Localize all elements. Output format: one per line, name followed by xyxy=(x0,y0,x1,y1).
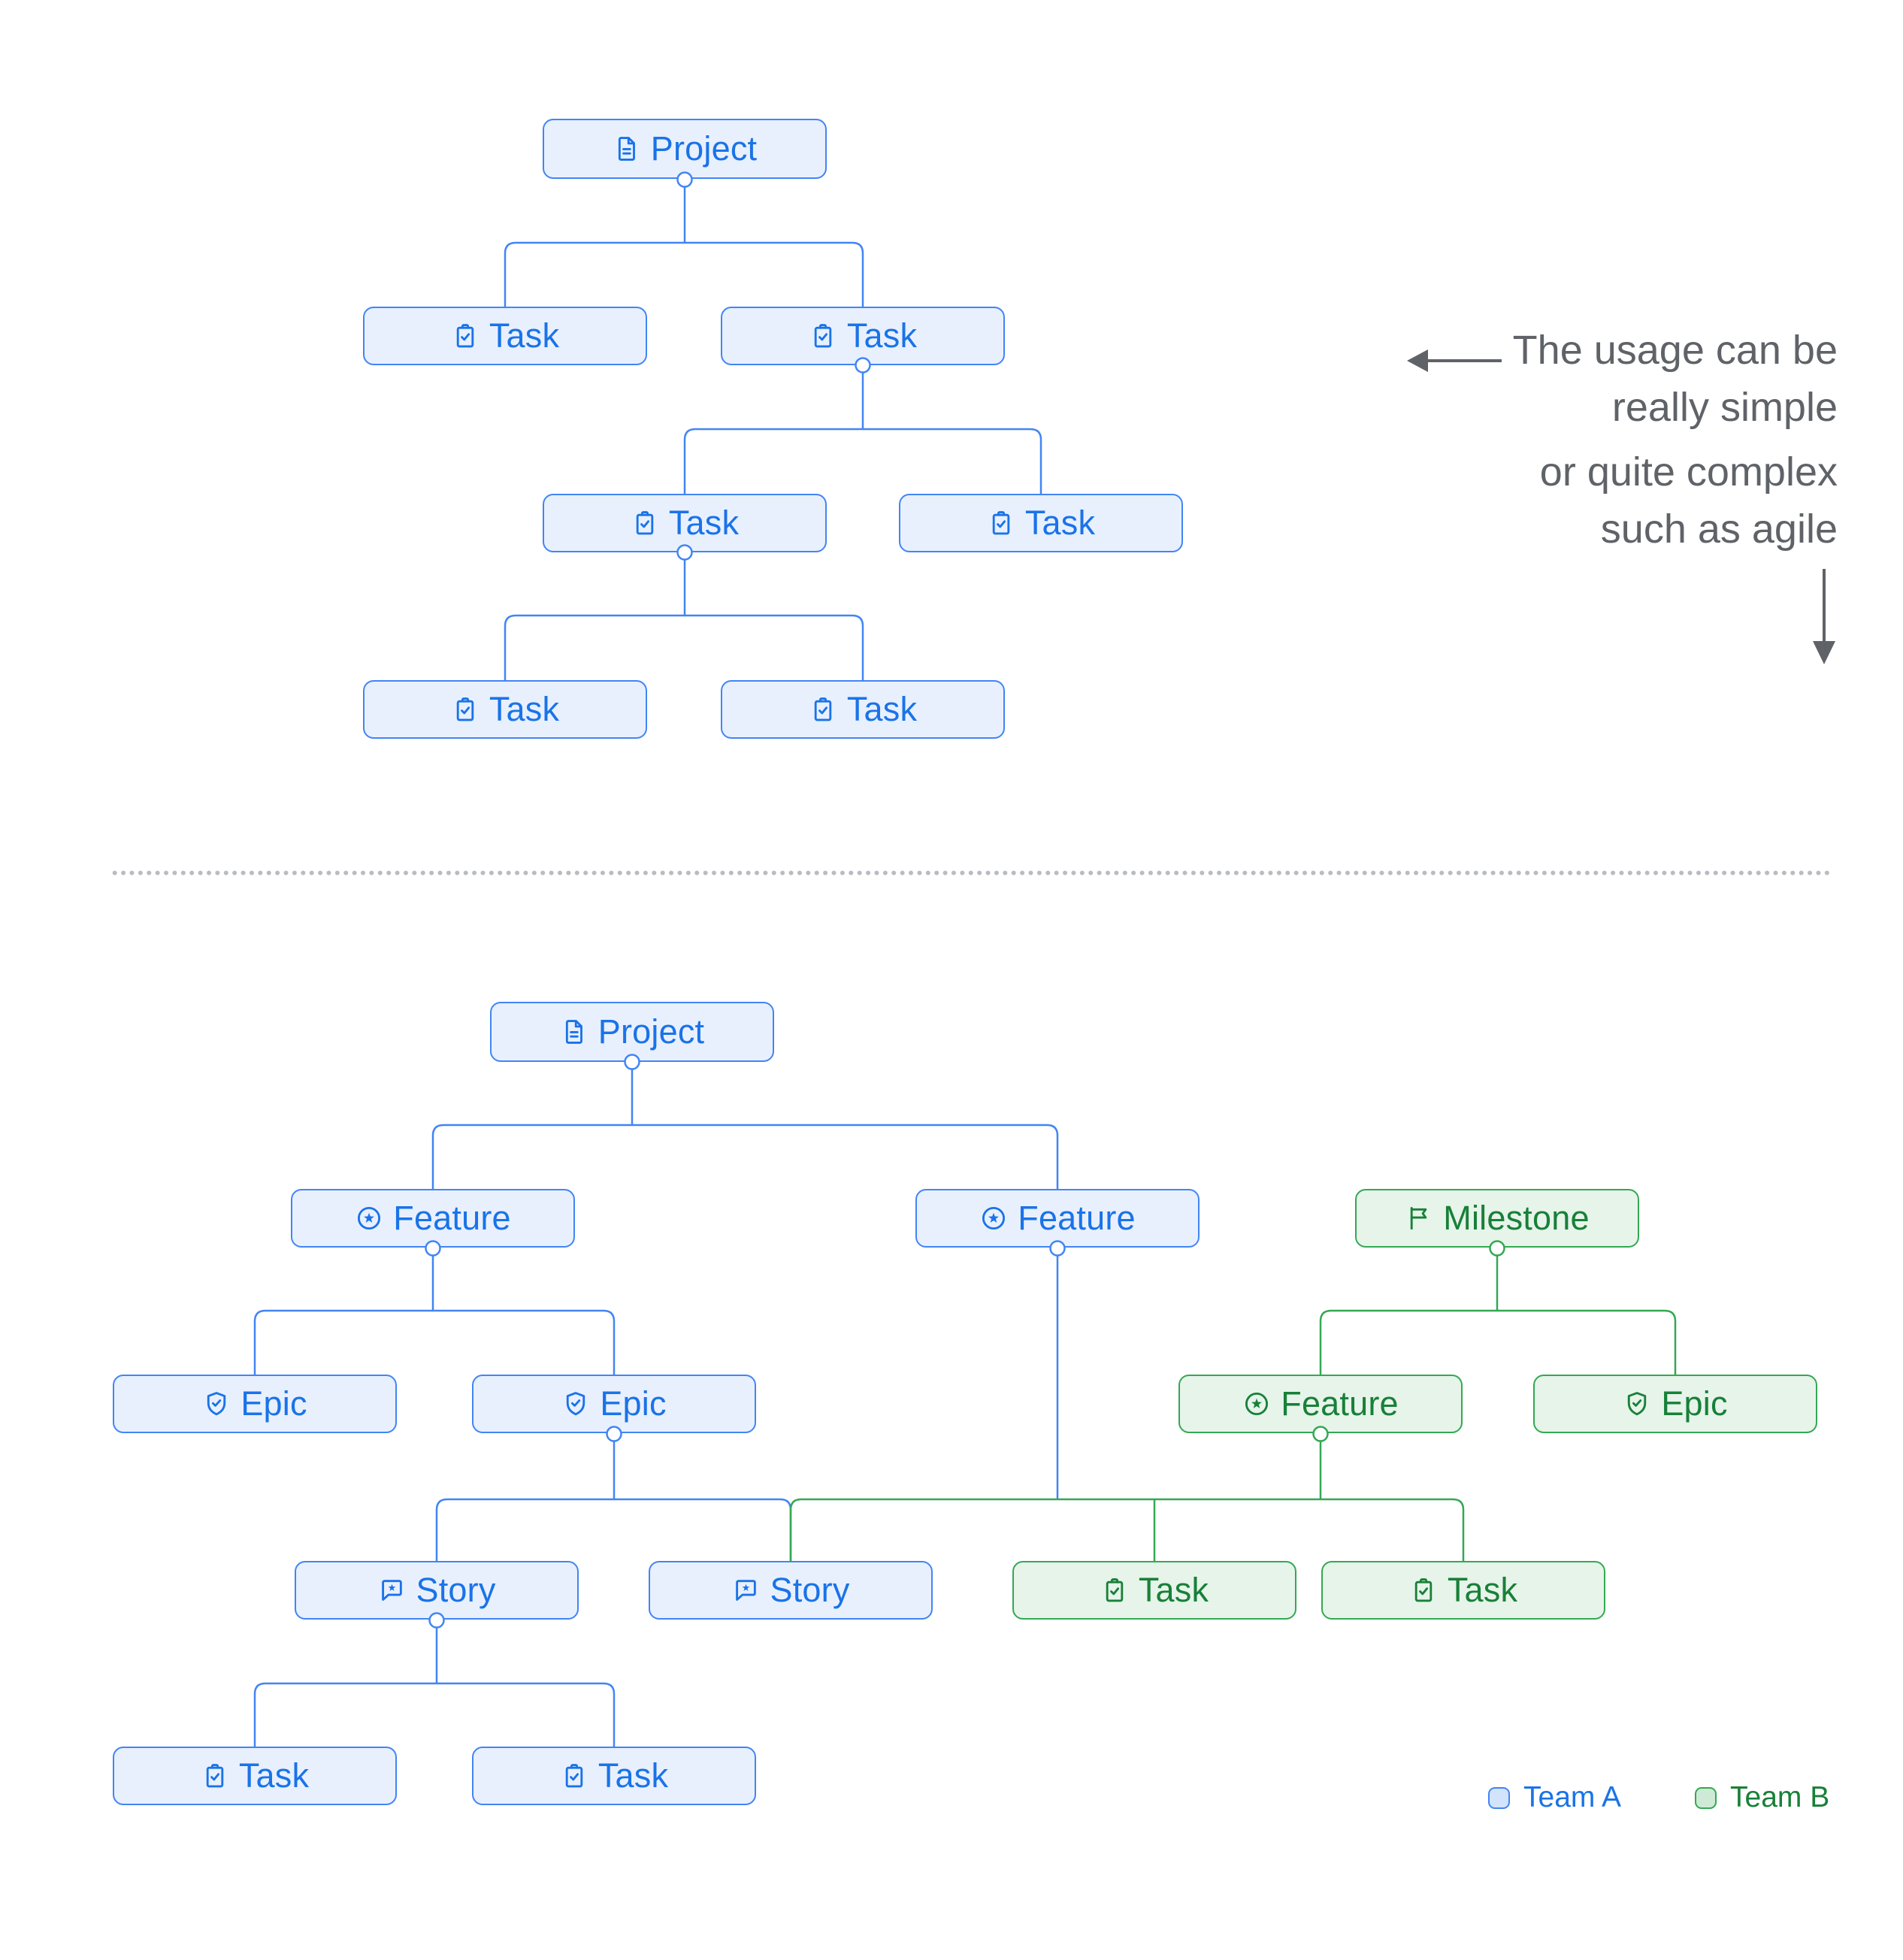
task-icon xyxy=(560,1762,588,1790)
node-story: Story xyxy=(649,1561,933,1620)
down-arrow xyxy=(1813,569,1835,664)
task-icon xyxy=(451,695,480,724)
legend-label: Team A xyxy=(1523,1781,1622,1813)
document-icon xyxy=(560,1018,588,1046)
story-icon xyxy=(377,1576,406,1605)
node-epic: Epic xyxy=(1533,1375,1817,1433)
legend-team-b: Team B xyxy=(1695,1781,1829,1814)
node-task: Task xyxy=(363,307,647,365)
annotation-text: The usage can be really simple or quite … xyxy=(1513,322,1838,558)
annotation-line: or quite complex xyxy=(1539,449,1838,495)
node-label: Feature xyxy=(1281,1384,1399,1423)
epic-icon xyxy=(1623,1390,1651,1418)
annotation-line: such as agile xyxy=(1600,507,1838,552)
team-b-swatch xyxy=(1695,1786,1717,1809)
task-icon xyxy=(1100,1576,1129,1605)
node-feature: Feature xyxy=(291,1189,575,1248)
node-label: Epic xyxy=(1661,1384,1728,1423)
node-story: Story xyxy=(295,1561,579,1620)
node-task: Task xyxy=(721,307,1005,365)
node-label: Story xyxy=(770,1571,850,1609)
legend-label: Team B xyxy=(1730,1781,1830,1813)
task-icon xyxy=(987,509,1015,537)
node-label: Task xyxy=(598,1756,669,1795)
node-label: Task xyxy=(489,316,560,355)
annotation-line: really simple xyxy=(1611,385,1838,430)
node-label: Task xyxy=(846,316,918,355)
epic-icon xyxy=(561,1390,590,1418)
node-label: Feature xyxy=(1018,1199,1136,1237)
node-label: Epic xyxy=(241,1384,307,1423)
node-label: Epic xyxy=(600,1384,667,1423)
feature-icon xyxy=(1242,1390,1271,1418)
node-task: Task xyxy=(1012,1561,1296,1620)
document-icon xyxy=(613,135,641,163)
node-label: Project xyxy=(650,129,758,168)
task-icon xyxy=(631,509,659,537)
team-a-swatch xyxy=(1488,1786,1510,1809)
node-task: Task xyxy=(543,494,827,552)
node-label: Task xyxy=(846,690,918,728)
story-icon xyxy=(731,1576,760,1605)
node-epic: Epic xyxy=(113,1375,397,1433)
node-label: Milestone xyxy=(1443,1199,1590,1237)
node-task: Task xyxy=(899,494,1183,552)
node-label: Task xyxy=(668,504,740,542)
annotation-line: The usage can be xyxy=(1512,328,1838,373)
node-label: Task xyxy=(1138,1571,1209,1609)
node-task: Task xyxy=(113,1747,397,1805)
milestone-icon xyxy=(1405,1204,1433,1233)
node-label: Task xyxy=(489,690,560,728)
node-project-complex: Project xyxy=(490,1002,774,1062)
node-label: Task xyxy=(1447,1571,1518,1609)
feature-icon xyxy=(979,1204,1008,1233)
node-feature: Feature xyxy=(915,1189,1200,1248)
feature-icon xyxy=(355,1204,383,1233)
node-task: Task xyxy=(721,680,1005,739)
node-label: Task xyxy=(238,1756,310,1795)
node-feature: Feature xyxy=(1178,1375,1463,1433)
epic-icon xyxy=(202,1390,231,1418)
node-label: Task xyxy=(1024,504,1096,542)
node-task: Task xyxy=(1321,1561,1605,1620)
dotted-divider xyxy=(110,870,1832,876)
node-label: Project xyxy=(598,1012,705,1051)
team-a-connectors xyxy=(253,179,1059,1747)
node-label: Feature xyxy=(393,1199,511,1237)
task-icon xyxy=(809,695,837,724)
node-milestone: Milestone xyxy=(1355,1189,1639,1248)
node-task: Task xyxy=(472,1747,756,1805)
task-icon xyxy=(809,322,837,350)
task-icon xyxy=(201,1762,229,1790)
task-icon xyxy=(1409,1576,1438,1605)
node-task: Task xyxy=(363,680,647,739)
task-icon xyxy=(451,322,480,350)
node-epic: Epic xyxy=(472,1375,756,1433)
node-project-simple: Project xyxy=(543,119,827,179)
legend-team-a: Team A xyxy=(1488,1781,1621,1814)
left-arrow xyxy=(1407,349,1502,372)
node-label: Story xyxy=(416,1571,496,1609)
